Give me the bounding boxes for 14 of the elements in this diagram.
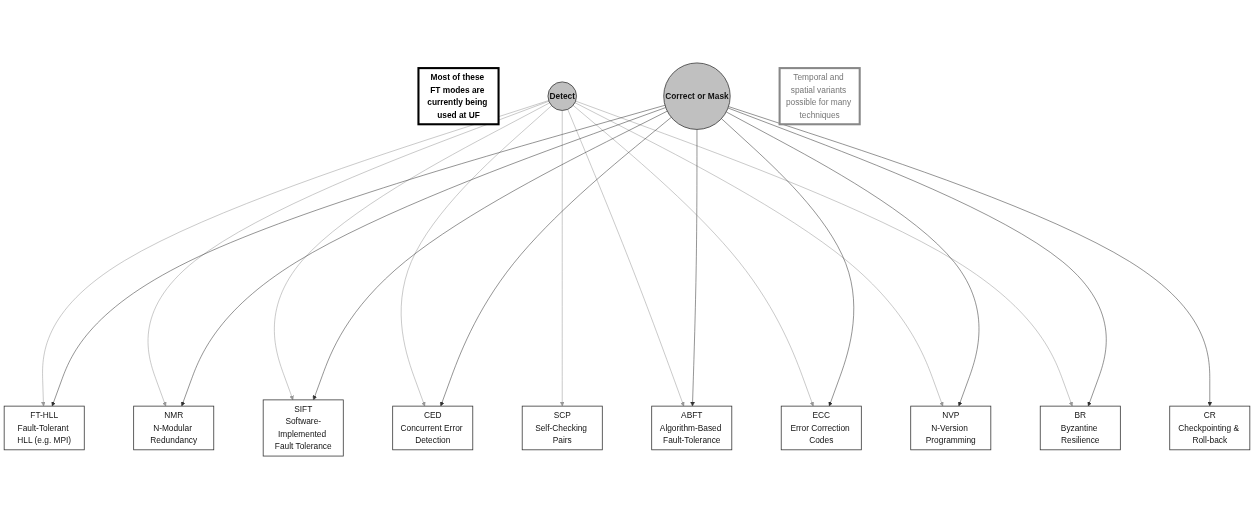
node-box: NVP N-Version Programming bbox=[910, 405, 992, 451]
node-box: CR Checkpointing & Roll-back bbox=[1169, 405, 1251, 451]
node-box: SIFT Software-Implemented Fault Tolerance bbox=[262, 399, 344, 457]
node-box: ABFT Algorithm-Based Fault-Tolerance bbox=[651, 405, 733, 451]
node-box: CED Concurrent Error Detection bbox=[392, 405, 474, 451]
node-box: FT-HLL Fault-Tolerant HLL (e.g. MPI) bbox=[3, 405, 85, 451]
node-circle: Correct or Mask bbox=[663, 62, 731, 130]
node-box: BR Byzantine Resilience bbox=[1039, 405, 1121, 451]
node-box: NMR N-Modular Redundancy bbox=[133, 405, 215, 451]
node-circle: Detect bbox=[547, 81, 577, 111]
node-box: Most of these FT modes are currently being used at UF bbox=[417, 67, 500, 126]
node-box: ECC Error Correction Codes bbox=[780, 405, 862, 451]
node-box: SCP Self-Checking Pairs bbox=[521, 405, 603, 451]
node-box: Temporal and spatial variants possible for many techniques bbox=[778, 67, 861, 126]
